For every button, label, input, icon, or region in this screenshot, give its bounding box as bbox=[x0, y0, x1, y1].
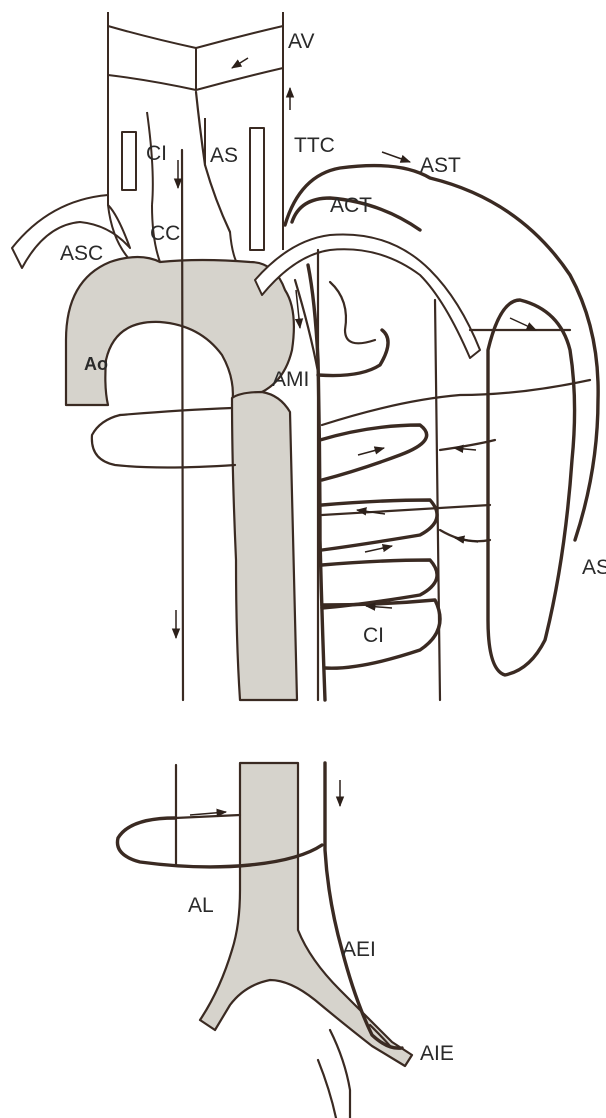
label-ami: AMI bbox=[272, 368, 309, 391]
label-as-right: AS bbox=[582, 556, 606, 579]
label-cc: CC bbox=[150, 222, 180, 245]
label-ast: AST bbox=[420, 154, 461, 177]
label-al: AL bbox=[188, 894, 214, 917]
label-ao: Ao bbox=[84, 354, 108, 374]
intercostal-network bbox=[255, 166, 598, 700]
label-as-top: AS bbox=[210, 144, 238, 167]
label-asc: ASC bbox=[60, 242, 103, 265]
label-ci-top: CI bbox=[146, 142, 167, 165]
label-act: ACT bbox=[330, 194, 372, 217]
label-ttc: TTC bbox=[294, 134, 335, 157]
neck-vessels bbox=[12, 12, 283, 268]
label-aie: AIE bbox=[420, 1042, 454, 1065]
label-av: AV bbox=[288, 30, 314, 53]
label-aei: AEI bbox=[342, 938, 376, 961]
label-ci-bottom: CI bbox=[363, 624, 384, 647]
